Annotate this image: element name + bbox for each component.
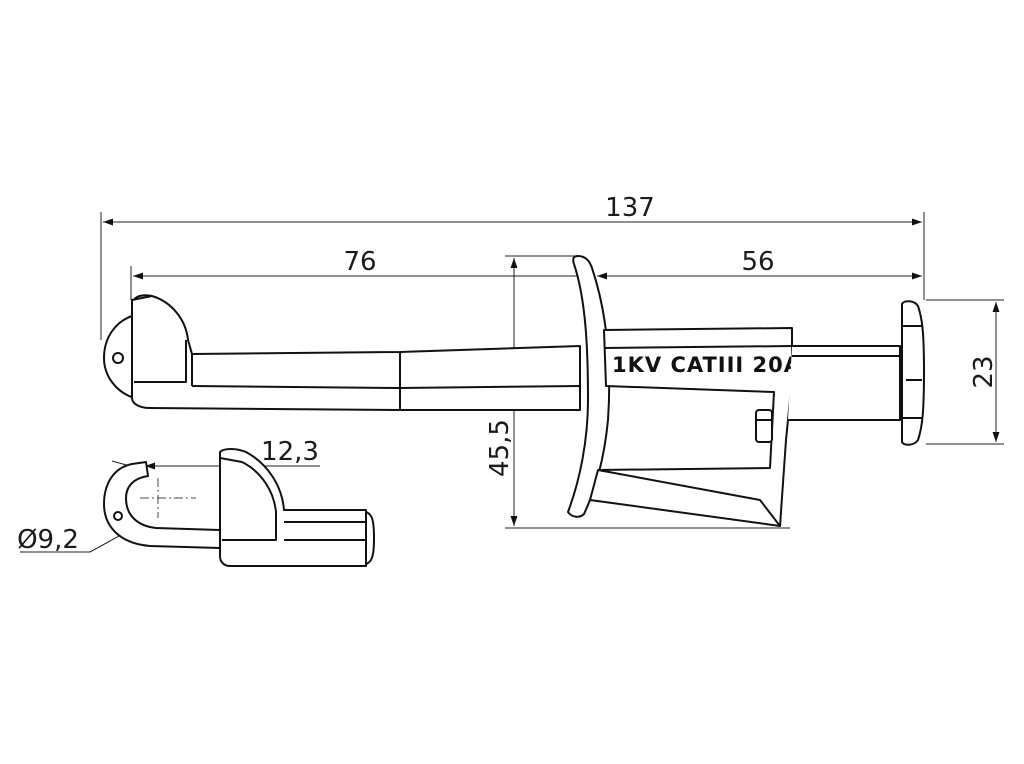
finger-guard — [567, 255, 611, 518]
dimension-overall-length-label: 137 — [605, 193, 655, 223]
dimension-end-cap-height-label: 23 — [969, 355, 999, 388]
hook-hole — [112, 352, 124, 364]
dimension-end-cap-height: 23 — [926, 299, 1004, 445]
dimension-hook-opening-label: 12,3 — [261, 437, 319, 467]
detail-jaw — [219, 448, 367, 567]
hook-body — [131, 295, 581, 411]
hook-tip — [103, 315, 135, 399]
dimension-hook-diameter-label: Ø9,2 — [17, 525, 79, 555]
dimension-overall-length: 137 — [100, 193, 925, 340]
hook-detail-view — [103, 448, 375, 567]
end-cap — [901, 300, 925, 446]
detail-hook — [103, 461, 221, 549]
release-button — [755, 409, 773, 443]
part-marking: 1KV CATIII 20A — [612, 353, 801, 377]
dimension-height-label: 45,5 — [485, 419, 515, 477]
probe-side-view: 1KV CATIII 20A — [103, 255, 925, 527]
dimension-left-section: 76 — [130, 247, 593, 300]
dimension-right-section: 56 — [597, 247, 922, 280]
plunger-shaft — [788, 345, 901, 421]
dimension-left-section-label: 76 — [343, 247, 376, 277]
dimension-right-section-label: 56 — [741, 247, 774, 277]
